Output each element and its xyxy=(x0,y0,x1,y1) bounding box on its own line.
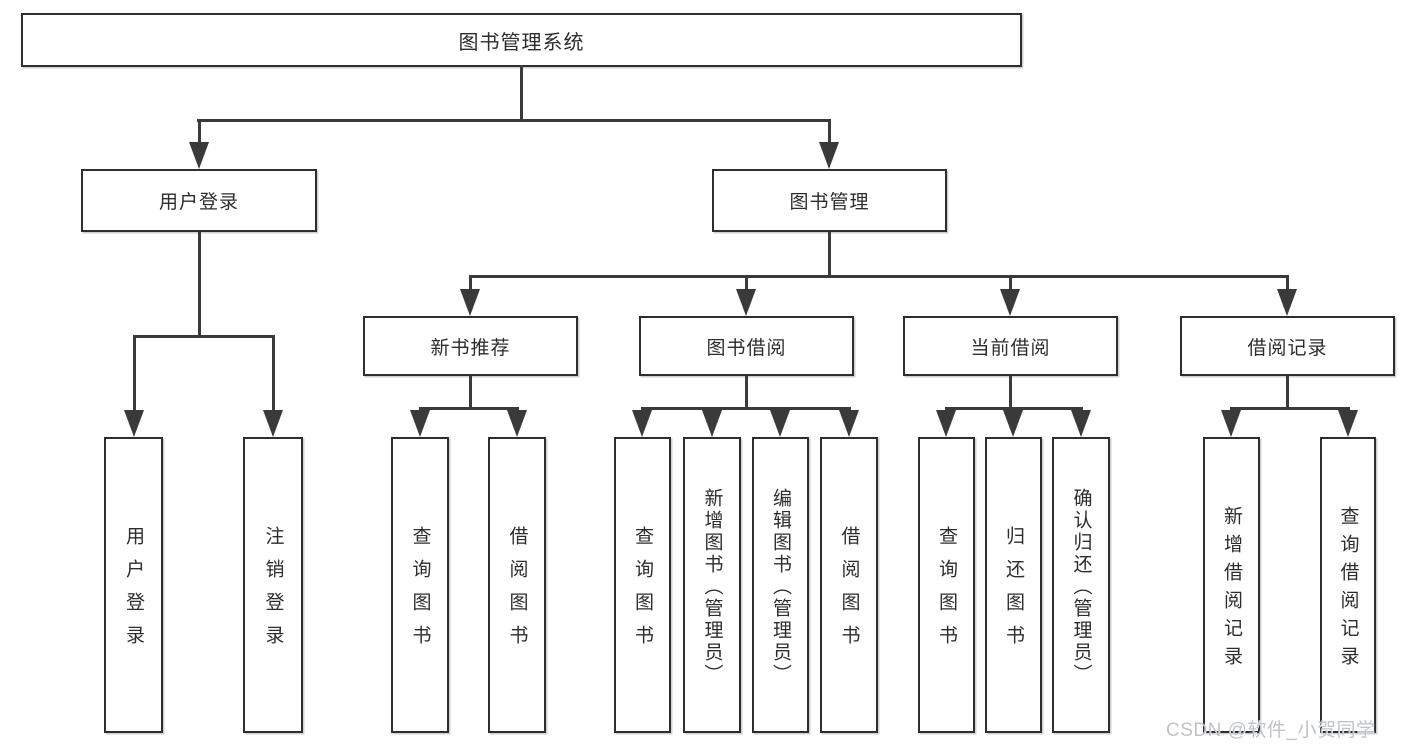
leaf-label: 用户登录 xyxy=(123,526,144,658)
node-user-login-label: 用户登录 xyxy=(158,192,239,213)
arrow-down-icon xyxy=(1071,410,1091,437)
arrow-down-icon xyxy=(124,410,144,437)
arrow-down-icon xyxy=(1003,410,1023,437)
leaf-logout: 注销登录 xyxy=(243,437,303,733)
leaf-query-borrow-record: 查询借阅记录 xyxy=(1320,437,1376,733)
node-label: 借阅记录 xyxy=(1247,337,1328,359)
leaf-return-books: 归还图书 xyxy=(985,437,1042,733)
connector-trunk xyxy=(469,376,472,410)
leaf-label: 新增借阅记录 xyxy=(1221,505,1242,674)
connector-trunk xyxy=(1009,376,1012,410)
leaf-label: 查询图书 xyxy=(632,526,653,658)
leaf-label: 借阅图书 xyxy=(838,526,860,658)
leaf-label: 查询借阅记录 xyxy=(1337,505,1359,674)
node-root-label: 图书管理系统 xyxy=(458,31,585,54)
leaf-query-books: 查询图书 xyxy=(918,437,975,733)
leaf-edit-book-admin: 编辑图书（管理员） xyxy=(752,437,809,733)
connector-root-trunk xyxy=(520,65,523,122)
arrow-down-icon xyxy=(819,142,839,169)
node-label: 当前借阅 xyxy=(970,337,1051,359)
leaf-add-book-admin: 新增图书（管理员） xyxy=(683,437,741,733)
node-label: 图书借阅 xyxy=(706,337,787,359)
arrow-down-icon xyxy=(936,410,956,437)
connector-trunk xyxy=(1286,376,1289,410)
node-book-borrow: 图书借阅 xyxy=(639,316,854,376)
leaf-add-borrow-record: 新增借阅记录 xyxy=(1203,437,1260,733)
leaf-query-books: 查询图书 xyxy=(391,437,449,733)
leaf-label: 编辑图书（管理员） xyxy=(770,487,791,686)
node-book-management-label: 图书管理 xyxy=(789,192,870,213)
connector-bar xyxy=(419,407,518,410)
arrow-down-icon xyxy=(189,142,209,169)
leaf-label: 查询图书 xyxy=(936,526,957,658)
node-user-login: 用户登录 xyxy=(81,169,317,232)
arrow-down-icon xyxy=(1338,410,1358,437)
arrow-down-icon xyxy=(1221,410,1241,437)
leaf-user-login: 用户登录 xyxy=(104,437,163,733)
connector-bar xyxy=(1230,407,1348,410)
csdn-watermark: CSDN @软件_小贺同学 xyxy=(1166,720,1376,741)
connector-level3-bar xyxy=(469,275,1289,278)
node-root-system: 图书管理系统 xyxy=(21,13,1022,67)
arrow-down-icon xyxy=(507,410,527,437)
arrow-down-icon xyxy=(410,410,430,437)
arrow-down-icon xyxy=(702,410,722,437)
connector-drop xyxy=(133,335,136,413)
leaf-borrow-books: 借阅图书 xyxy=(820,437,878,733)
leaf-label: 借阅图书 xyxy=(506,526,528,658)
arrow-down-icon xyxy=(460,289,480,316)
connector-user-login-bar xyxy=(133,335,275,338)
arrow-down-icon xyxy=(770,410,790,437)
arrow-down-icon xyxy=(736,289,756,316)
connector-drop xyxy=(469,275,472,292)
connector-drop xyxy=(745,275,748,292)
node-current-borrow: 当前借阅 xyxy=(903,316,1118,376)
leaf-label: 查询图书 xyxy=(409,526,431,658)
connector-trunk xyxy=(745,376,748,410)
leaf-label: 确认归还（管理员） xyxy=(1070,487,1092,686)
arrow-down-icon xyxy=(839,410,859,437)
connector-level2-bar xyxy=(197,119,831,122)
leaf-query-books: 查询图书 xyxy=(614,437,671,733)
node-borrow-records: 借阅记录 xyxy=(1180,316,1395,376)
leaf-confirm-return-admin: 确认归还（管理员） xyxy=(1052,437,1110,733)
connector-book-mgmt-trunk xyxy=(828,232,831,278)
connector-bar xyxy=(641,407,850,410)
node-book-management: 图书管理 xyxy=(712,169,947,232)
node-new-book-recommend: 新书推荐 xyxy=(363,316,578,376)
leaf-borrow-books: 借阅图书 xyxy=(488,437,546,733)
arrow-down-icon xyxy=(1277,289,1297,316)
arrow-down-icon xyxy=(1000,289,1020,316)
leaf-label: 注销登录 xyxy=(262,526,284,658)
connector-drop xyxy=(1286,275,1289,292)
connector-user-login-trunk xyxy=(198,232,201,338)
arrow-down-icon xyxy=(632,410,652,437)
connector-drop xyxy=(272,335,275,413)
connector-drop-book-mgmt xyxy=(828,119,831,146)
connector-drop-user-login xyxy=(198,119,201,146)
leaf-label: 新增图书（管理员） xyxy=(701,487,723,686)
arrow-down-icon xyxy=(263,410,283,437)
leaf-label: 归还图书 xyxy=(1003,526,1024,658)
connector-drop xyxy=(1009,275,1012,292)
node-label: 新书推荐 xyxy=(430,337,511,359)
